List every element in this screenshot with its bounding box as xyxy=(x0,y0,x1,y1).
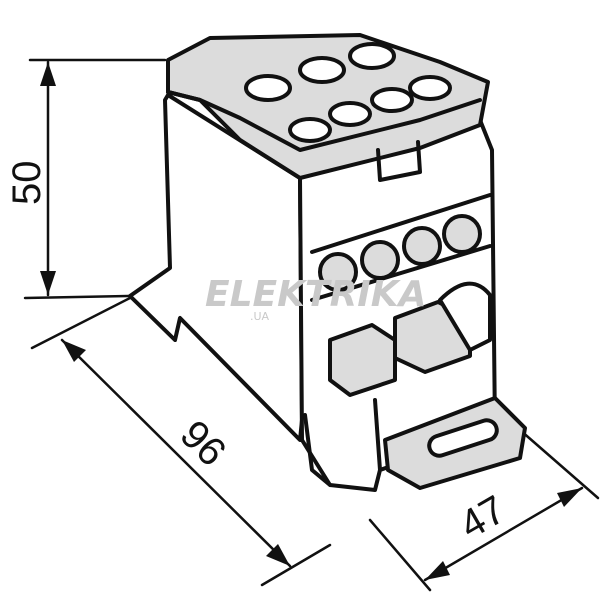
top-holes xyxy=(244,42,452,143)
arrowhead-left xyxy=(425,561,450,580)
height-label: 50 xyxy=(5,161,49,206)
width-label: 47 xyxy=(453,487,514,547)
hole-top xyxy=(298,56,346,84)
arrowhead-front xyxy=(266,544,290,566)
extension-line-front xyxy=(260,543,332,587)
arrowhead-rear xyxy=(62,340,86,362)
extension-line-right xyxy=(518,428,600,500)
hole-front xyxy=(360,240,400,280)
cover-edge xyxy=(166,90,482,152)
cover-latch xyxy=(376,140,422,182)
leg-left xyxy=(303,413,332,487)
hole-front xyxy=(402,226,442,266)
hole-front xyxy=(318,252,358,292)
hole-top xyxy=(288,117,332,143)
length-label: 96 xyxy=(172,412,235,475)
extension-line-left xyxy=(368,518,432,592)
hole-top xyxy=(348,42,396,70)
hole-top xyxy=(370,87,414,113)
watermark-brand: ELEKTRIKA xyxy=(205,274,426,315)
watermark-domain: .UA xyxy=(250,310,270,323)
arrowhead-right xyxy=(557,488,582,507)
arrowhead-bottom xyxy=(40,271,56,295)
hole-top xyxy=(408,75,452,101)
front-band-top xyxy=(310,193,492,254)
hole-top xyxy=(328,101,372,127)
hole-top xyxy=(244,74,292,102)
mounting-slot xyxy=(427,418,499,458)
watermark: ELEKTRIKA .UA xyxy=(205,274,426,323)
front-holes xyxy=(318,214,482,292)
leg-mid xyxy=(373,398,382,472)
extension-line-rear xyxy=(30,296,132,350)
clamp xyxy=(328,323,397,397)
hole-front xyxy=(442,214,482,254)
dimension-width: 47 xyxy=(368,428,600,592)
dimension-line-width xyxy=(423,486,584,582)
dimension-height: 50 xyxy=(5,58,167,300)
terminal-block xyxy=(128,33,527,492)
extension-line-bottom xyxy=(23,294,132,300)
arrowhead-top xyxy=(40,62,56,86)
clamps xyxy=(328,281,492,397)
clamp-end xyxy=(438,281,492,352)
dimension-line-length xyxy=(60,338,292,568)
